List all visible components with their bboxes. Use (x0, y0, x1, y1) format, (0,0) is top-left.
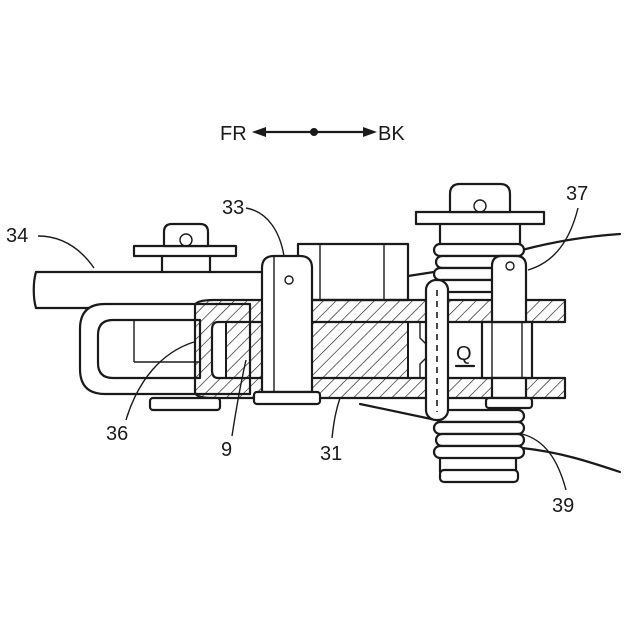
left-upper-bolt (134, 224, 236, 272)
frame-outline (522, 234, 620, 472)
outer-shackle-inner (98, 320, 200, 378)
q-label: Q (456, 343, 472, 365)
label-37: 37 (566, 183, 588, 205)
guide-rod (426, 280, 448, 420)
upper-block (298, 244, 408, 300)
pin-33 (254, 256, 320, 404)
left-lower-nut (150, 398, 220, 410)
label-9: 9 (221, 439, 232, 461)
label-39: 39 (552, 495, 574, 517)
label-33: 33 (222, 197, 244, 219)
label-36: 36 (106, 423, 128, 445)
back-label: BK (378, 123, 405, 145)
label-31: 31 (320, 443, 342, 465)
direction-indicator: FR BK (220, 123, 405, 145)
label-34: 34 (6, 225, 28, 247)
damper-q: Q (456, 322, 532, 378)
front-label: FR (220, 123, 247, 145)
inner-block (312, 322, 408, 378)
